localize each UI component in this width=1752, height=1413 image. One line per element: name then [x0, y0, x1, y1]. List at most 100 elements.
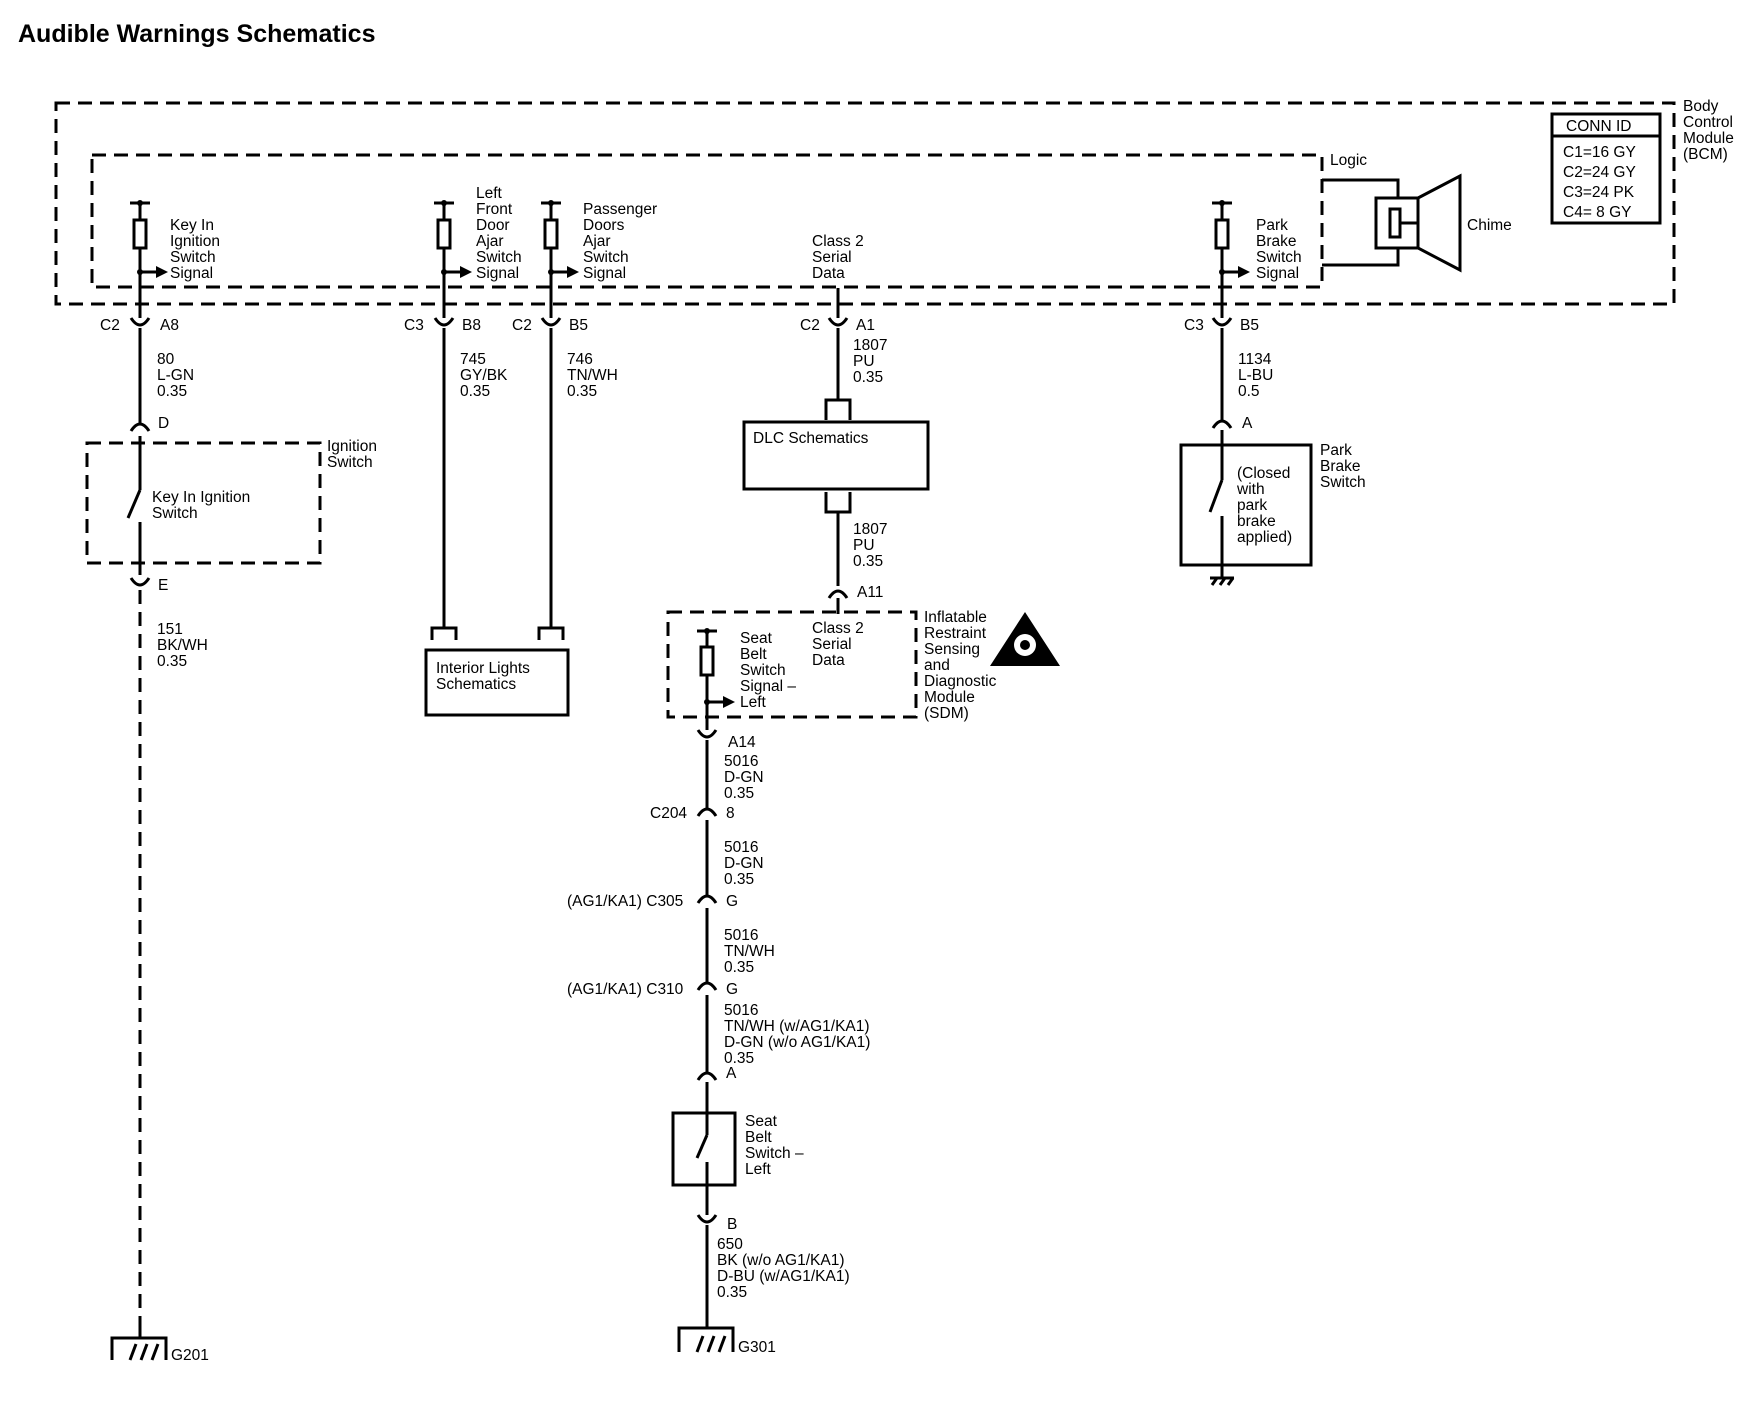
connector-pin-label: 8 [726, 805, 735, 822]
park-brake-note: (Closed with park brake applied) [1236, 465, 1292, 546]
label-line: 1134 [1238, 351, 1272, 368]
connector-cavity-label: C204 [650, 805, 687, 822]
logic-outline [90, 153, 1324, 289]
connector-pin-label: A [1242, 415, 1253, 432]
bcm-label-line: (BCM) [1683, 146, 1728, 163]
label-line: 0.35 [157, 653, 187, 670]
label-line: PU [853, 537, 875, 554]
logic-label: Logic [1330, 152, 1367, 169]
label-line: Park [1320, 442, 1352, 459]
wire-745-label: 745 GY/BK 0.35 [460, 351, 508, 400]
connector-pin-label: G [726, 893, 738, 910]
connector-a11: A11 [827, 584, 883, 601]
label-line: Switch [152, 505, 198, 522]
connector-cavity-label: C2 [100, 317, 120, 334]
airbag-warning-icon [990, 612, 1060, 666]
key-in-signal-input [130, 200, 168, 318]
connector-cavity-label: C2 [800, 317, 820, 334]
label-line: D-GN [724, 855, 764, 872]
key-in-signal-label: Key In Ignition Switch Signal [170, 217, 220, 282]
wire-5016-d-label: 5016 TN/WH (w/AG1/KA1) D-GN (w/o AG1/KA1… [724, 1002, 870, 1067]
wire-1807-lower-label: 1807 PU 0.35 [853, 521, 887, 570]
label-line: Brake [1320, 458, 1361, 475]
label-line: (SDM) [924, 705, 969, 722]
label-line: TN/WH [567, 367, 618, 384]
label-line: Signal [170, 265, 213, 282]
seat-belt-signal-label: Seat Belt Switch Signal – Left [740, 630, 796, 711]
label-line: Left [476, 185, 503, 202]
label-line: 1807 [853, 521, 887, 538]
label-line: Switch – [745, 1145, 804, 1162]
label-line: Park [1256, 217, 1288, 234]
ground-g301-label: G301 [738, 1339, 776, 1356]
dlc-box [742, 398, 930, 514]
label-line: BK/WH [157, 637, 208, 654]
connector-pin-label: A11 [857, 584, 883, 601]
label-line: Signal [1256, 265, 1299, 282]
label-line: 0.35 [853, 553, 883, 570]
connector-c2-a8: C2 A8 [100, 317, 179, 334]
conn-id-row: C1=16 GY [1563, 144, 1636, 161]
label-line: Switch [1256, 249, 1302, 266]
connector-b-seat: B [696, 1214, 737, 1233]
label-line: 0.35 [724, 871, 754, 888]
ground-g201-icon [110, 1328, 168, 1361]
connector-e: E [129, 577, 168, 594]
label-line: Switch [170, 249, 216, 266]
bcm-label-line: Control [1683, 114, 1733, 131]
bcm-label-line: Body [1683, 98, 1719, 115]
label-line: Class 2 [812, 620, 864, 637]
label-line: 5016 [724, 753, 758, 770]
connector-c3-b5: C3 B5 [1184, 317, 1259, 334]
label-line: Ajar [476, 233, 504, 250]
bcm-label: Body Control Module (BCM) [1683, 98, 1734, 163]
connector-cavity-label: (AG1/KA1) C305 [567, 893, 683, 910]
park-brake-signal-input [1212, 200, 1250, 318]
label-line: applied) [1237, 529, 1292, 546]
passenger-door-signal-label: Passenger Doors Ajar Switch Signal [583, 201, 657, 282]
page-title: Audible Warnings Schematics [18, 20, 375, 48]
label-line: 0.5 [1238, 383, 1260, 400]
sdm-outline [666, 610, 918, 719]
label-line: 5016 [724, 927, 758, 944]
connector-pin-label: B5 [569, 317, 588, 334]
label-line: 80 [157, 351, 175, 368]
label-line: Class 2 [812, 233, 864, 250]
wire-80-label: 80 L-GN 0.35 [157, 351, 194, 400]
sdm-class2-label: Class 2 Serial Data [812, 620, 864, 669]
label-line: Module [924, 689, 975, 706]
label-line: 746 [567, 351, 593, 368]
left-door-signal-input [434, 200, 472, 318]
label-line: Inflatable [924, 609, 987, 626]
connector-c204: C204 8 [650, 805, 735, 822]
label-line: Interior Lights [436, 660, 530, 677]
label-line: L-BU [1238, 367, 1273, 384]
label-line: BK (w/o AG1/KA1) [717, 1252, 845, 1269]
label-line: Switch [1320, 474, 1366, 491]
chime-label: Chime [1467, 217, 1512, 234]
label-line: Diagnostic [924, 673, 997, 690]
label-line: Signal [476, 265, 519, 282]
connector-cavity-label: C2 [512, 317, 532, 334]
connector-c2-b5: C2 B5 [512, 317, 588, 334]
interior-lights-label: Interior Lights Schematics [436, 660, 530, 693]
label-line: 5016 [724, 1002, 758, 1019]
wire-5016-a-label: 5016 D-GN 0.35 [724, 753, 764, 802]
ignition-switch-label: Ignition Switch [327, 438, 377, 471]
sdm-label: Inflatable Restraint Sensing and Diagnos… [924, 609, 997, 722]
key-in-switch-label: Key In Ignition Switch [152, 489, 250, 522]
connector-d: D [129, 415, 169, 432]
label-line: 0.35 [724, 959, 754, 976]
conn-id-row: C2=24 GY [1563, 164, 1636, 181]
wire-5016-c-label: 5016 TN/WH 0.35 [724, 927, 775, 976]
label-line: Doors [583, 217, 625, 234]
label-line: 151 [157, 621, 183, 638]
connector-pin-label: A14 [728, 734, 756, 751]
key-in-switch-symbol [126, 436, 142, 575]
label-line: 0.35 [853, 369, 883, 386]
left-door-signal-label: Left Front Door Ajar Switch Signal [476, 185, 522, 282]
connector-pin-label: B [727, 1216, 737, 1233]
wire-5016-b-label: 5016 D-GN 0.35 [724, 839, 764, 888]
